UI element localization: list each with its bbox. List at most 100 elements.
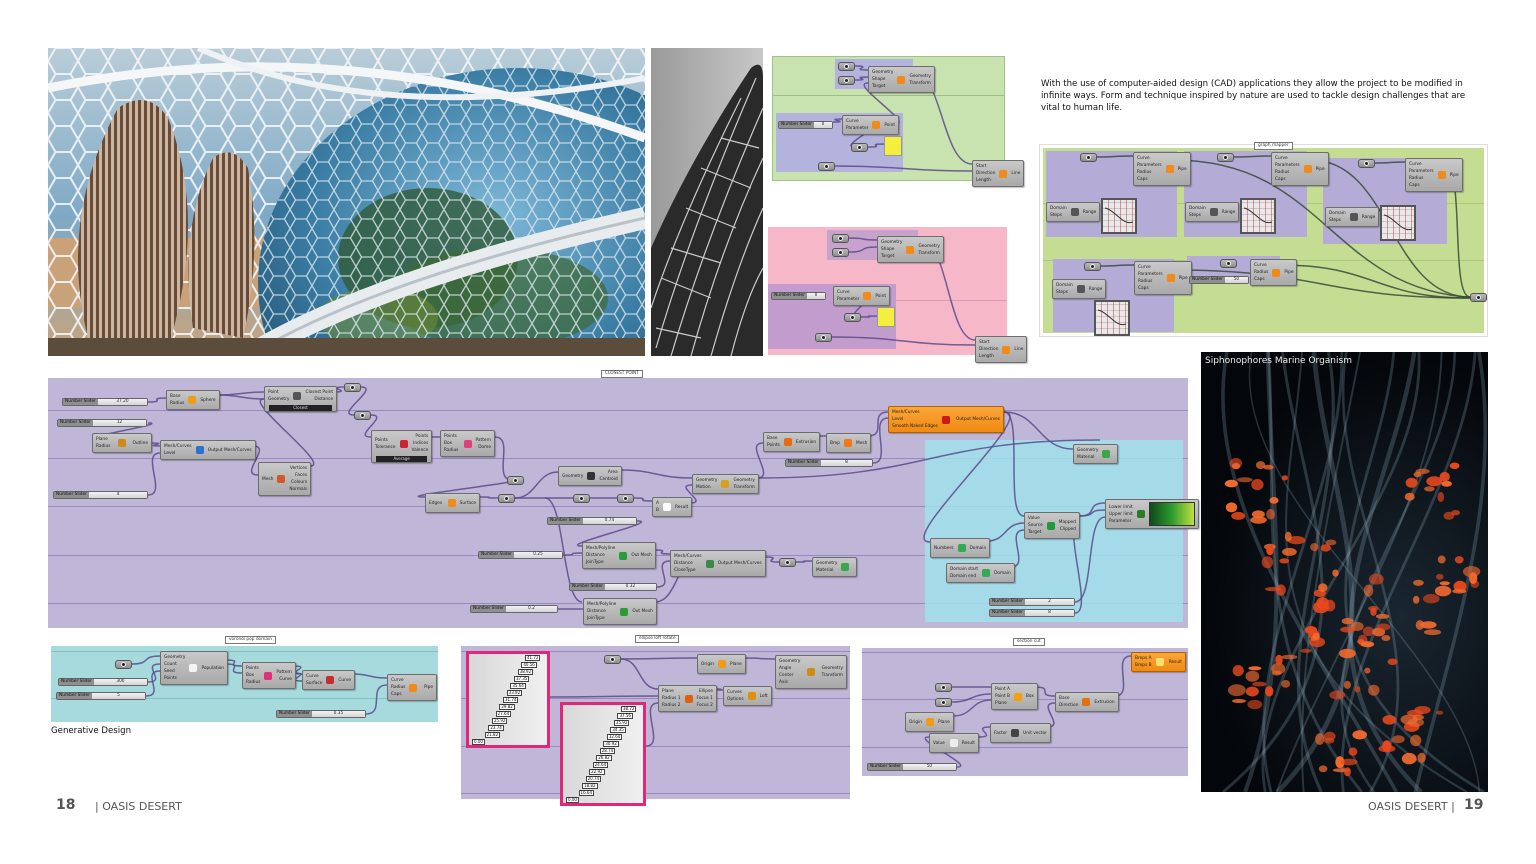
value-list-item[interactable]: 32.64 — [606, 734, 623, 740]
parameter-node[interactable] — [838, 62, 855, 71]
value-list-item[interactable]: 34.35 — [610, 727, 626, 733]
parameter-node[interactable] — [844, 313, 861, 322]
value-list-item[interactable]: 28.74 — [599, 748, 616, 754]
parameter-node[interactable] — [1080, 153, 1097, 162]
value-list-item[interactable]: 37.35 — [514, 676, 530, 682]
parameter-node[interactable] — [818, 162, 835, 171]
parameter-node[interactable] — [832, 234, 849, 243]
parameter-node[interactable] — [617, 494, 634, 503]
parameter-node[interactable] — [1358, 159, 1375, 168]
parameter-node[interactable] — [1220, 259, 1237, 268]
value-list-item[interactable]: 24.64 — [592, 762, 609, 768]
text-panel[interactable] — [877, 307, 895, 327]
value-list-item[interactable]: 35.92 — [613, 720, 630, 726]
graph-mapper[interactable] — [1101, 198, 1137, 234]
parameter-node[interactable] — [832, 248, 849, 257]
value-list-item[interactable]: 25.92 — [492, 718, 508, 724]
parameter-node[interactable] — [838, 76, 855, 85]
parameter-node[interactable] — [354, 411, 371, 420]
value-list-item[interactable]: 0.00 — [566, 797, 579, 803]
parameter-node[interactable] — [498, 494, 515, 503]
value-list-item[interactable]: 41.72 — [525, 655, 541, 661]
graph-mapper[interactable] — [1094, 300, 1130, 336]
value-list-item[interactable]: 31.74 — [503, 697, 519, 703]
value-list-item[interactable]: 29.82 — [499, 704, 515, 710]
value-list-item[interactable]: 20.74 — [585, 776, 602, 782]
value-list-item[interactable]: 18.82 — [582, 783, 598, 789]
value-list-item[interactable]: 40.56 — [521, 662, 537, 668]
value-list-item[interactable]: 38.72 — [621, 706, 637, 712]
parameter-node[interactable] — [507, 476, 524, 485]
value-list-item[interactable]: 0.00 — [472, 739, 485, 745]
parameter-node[interactable] — [1084, 262, 1101, 271]
graph-mapper[interactable] — [1380, 205, 1416, 241]
parameter-node[interactable] — [851, 143, 868, 152]
value-list-item[interactable]: 37.56 — [617, 713, 633, 719]
parameter-node[interactable] — [935, 683, 952, 692]
value-list-item[interactable]: 35.64 — [510, 683, 526, 689]
parameter-node[interactable] — [344, 383, 361, 392]
parameter-node[interactable] — [604, 655, 621, 664]
parameter-node[interactable] — [1470, 293, 1487, 302]
parameter-node[interactable] — [1217, 153, 1234, 162]
